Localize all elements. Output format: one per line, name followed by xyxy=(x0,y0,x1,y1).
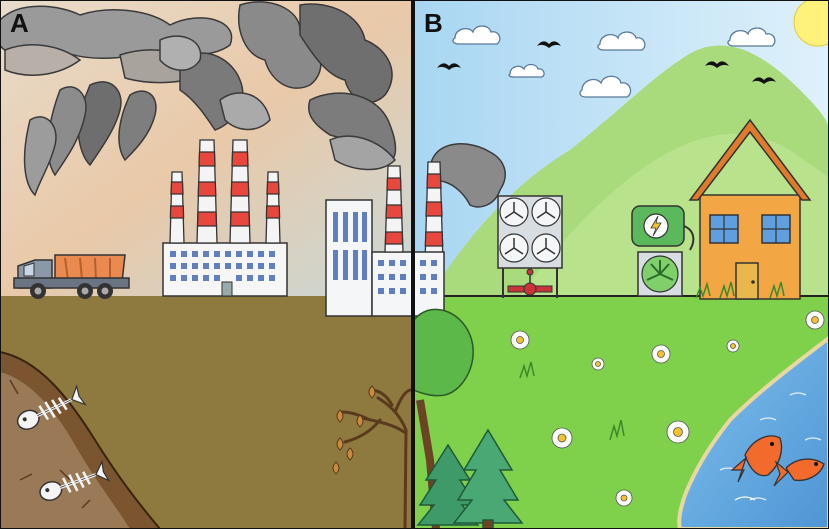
panel-a xyxy=(0,0,413,529)
fish-skeleton-icon xyxy=(16,384,87,430)
panel-b xyxy=(413,0,829,529)
sun-icon xyxy=(793,0,829,47)
wind-fan-unit-icon xyxy=(497,195,563,298)
dump-truck-icon xyxy=(13,254,130,299)
fish-icon xyxy=(730,435,783,501)
panel-a-label: A xyxy=(10,8,29,38)
dead-tree-icon xyxy=(332,385,412,529)
fish-icon xyxy=(773,458,825,487)
house-icon xyxy=(688,118,812,300)
cloud-icon xyxy=(452,25,776,98)
smoke-clouds xyxy=(0,1,397,197)
river xyxy=(677,335,829,529)
smokestack-icon xyxy=(169,139,281,244)
valve-icon xyxy=(507,268,553,296)
smokestack-icon xyxy=(413,143,506,317)
grass-tuft xyxy=(519,281,785,441)
fish-skeleton-icon xyxy=(39,459,111,501)
panel-b-label: B xyxy=(424,8,443,38)
panel-divider xyxy=(411,0,415,529)
pine-tree-icon xyxy=(416,428,524,529)
battery-charger-icon xyxy=(631,205,695,297)
factory-icon xyxy=(162,242,288,297)
daisy-icon xyxy=(510,310,825,507)
office-building-icon xyxy=(325,165,413,317)
bird-icon xyxy=(437,41,776,84)
